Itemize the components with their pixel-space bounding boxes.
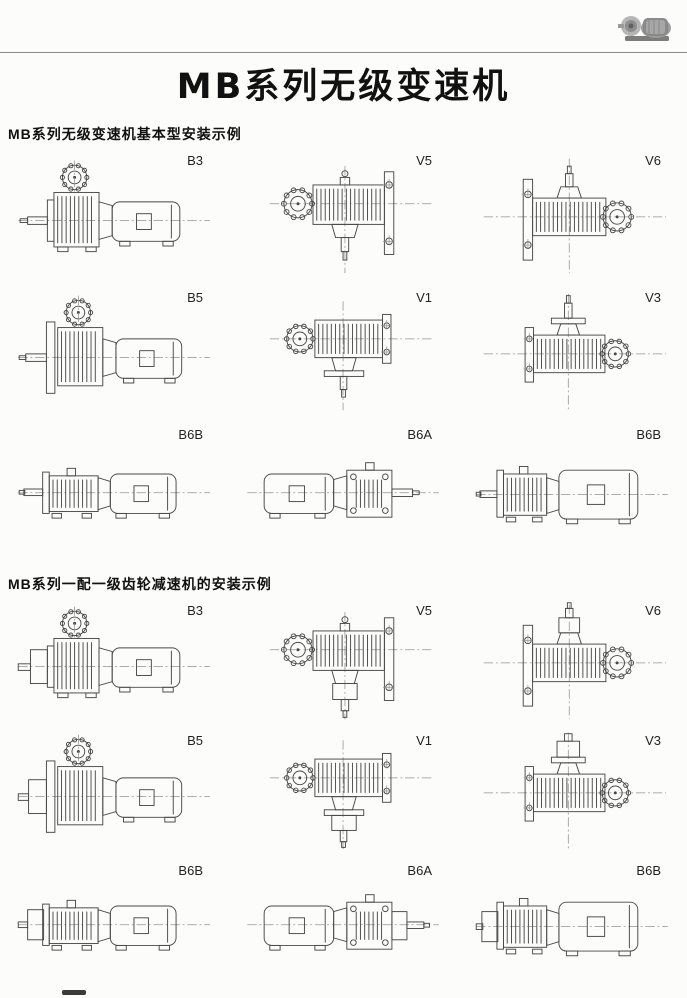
technical-drawing-v6	[458, 146, 687, 283]
drawing-cell: V1	[229, 283, 458, 420]
drawing-cell: B6B	[0, 420, 229, 557]
mounting-code-label: V1	[416, 290, 432, 305]
print-artifact	[62, 990, 86, 995]
technical-drawing-v3	[458, 283, 687, 420]
technical-drawing-b6b-reducer	[0, 856, 229, 986]
drawing-cell: B6A	[229, 420, 458, 557]
drawing-cell: B3	[0, 146, 229, 283]
mounting-code-label: B6B	[178, 863, 203, 878]
mounting-code-label: B3	[187, 153, 203, 168]
section-reducer-heading: MB系列一配一级齿轮减速机的安装示例	[8, 576, 272, 592]
mounting-code-label: V6	[645, 603, 661, 618]
drawing-cell: V3	[458, 283, 687, 420]
technical-drawing-b5	[0, 283, 229, 420]
drawing-cell: V5	[229, 146, 458, 283]
technical-drawing-b5-reducer	[0, 726, 229, 856]
technical-drawing-v6-reducer	[458, 596, 687, 726]
technical-drawing-b6b	[0, 420, 229, 557]
technical-drawing-v5	[229, 146, 458, 283]
page-title: MB系列无级变速机	[176, 67, 511, 107]
mounting-code-label: V3	[645, 290, 661, 305]
drawing-cell: V6	[458, 146, 687, 283]
mounting-code-label: B5	[187, 290, 203, 305]
mounting-code-label: B6A	[407, 427, 432, 442]
mounting-code-label: B3	[187, 603, 203, 618]
mounting-code-label: V3	[645, 733, 661, 748]
mounting-code-label: B6B	[178, 427, 203, 442]
technical-drawing-b3	[0, 146, 229, 283]
mounting-code-label: B5	[187, 733, 203, 748]
drawing-cell: B6A	[229, 856, 458, 986]
mounting-code-label: B6B	[636, 427, 661, 442]
technical-drawing-b6a-reducer	[229, 856, 458, 986]
section-basic-heading: MB系列无级变速机基本型安装示例	[8, 126, 242, 142]
drawing-cell: B6B	[458, 420, 687, 557]
header-divider	[0, 52, 687, 53]
mounting-code-label: V5	[416, 153, 432, 168]
mounting-code-label: B6A	[407, 863, 432, 878]
technical-drawing-v5-reducer	[229, 596, 458, 726]
mounting-code-label: V5	[416, 603, 432, 618]
drawing-cell: V5	[229, 596, 458, 726]
technical-drawing-v3-reducer	[458, 726, 687, 856]
drawing-cell: B6B	[0, 856, 229, 986]
drawing-cell: V6	[458, 596, 687, 726]
drawing-cell: V3	[458, 726, 687, 856]
mounting-code-label: B6B	[636, 863, 661, 878]
mounting-code-label: V1	[416, 733, 432, 748]
gearmotor-photo	[615, 6, 675, 46]
drawing-cell: V1	[229, 726, 458, 856]
technical-drawing-b6a	[229, 420, 458, 557]
technical-drawing-b6b2-reducer	[458, 856, 687, 986]
technical-drawing-v1	[229, 283, 458, 420]
technical-drawing-b6b2	[458, 420, 687, 557]
mounting-code-label: V6	[645, 153, 661, 168]
drawing-cell: B5	[0, 726, 229, 856]
drawing-cell: B3	[0, 596, 229, 726]
technical-drawing-v1-reducer	[229, 726, 458, 856]
technical-drawing-b3-reducer	[0, 596, 229, 726]
drawing-cell: B6B	[458, 856, 687, 986]
drawing-cell: B5	[0, 283, 229, 420]
